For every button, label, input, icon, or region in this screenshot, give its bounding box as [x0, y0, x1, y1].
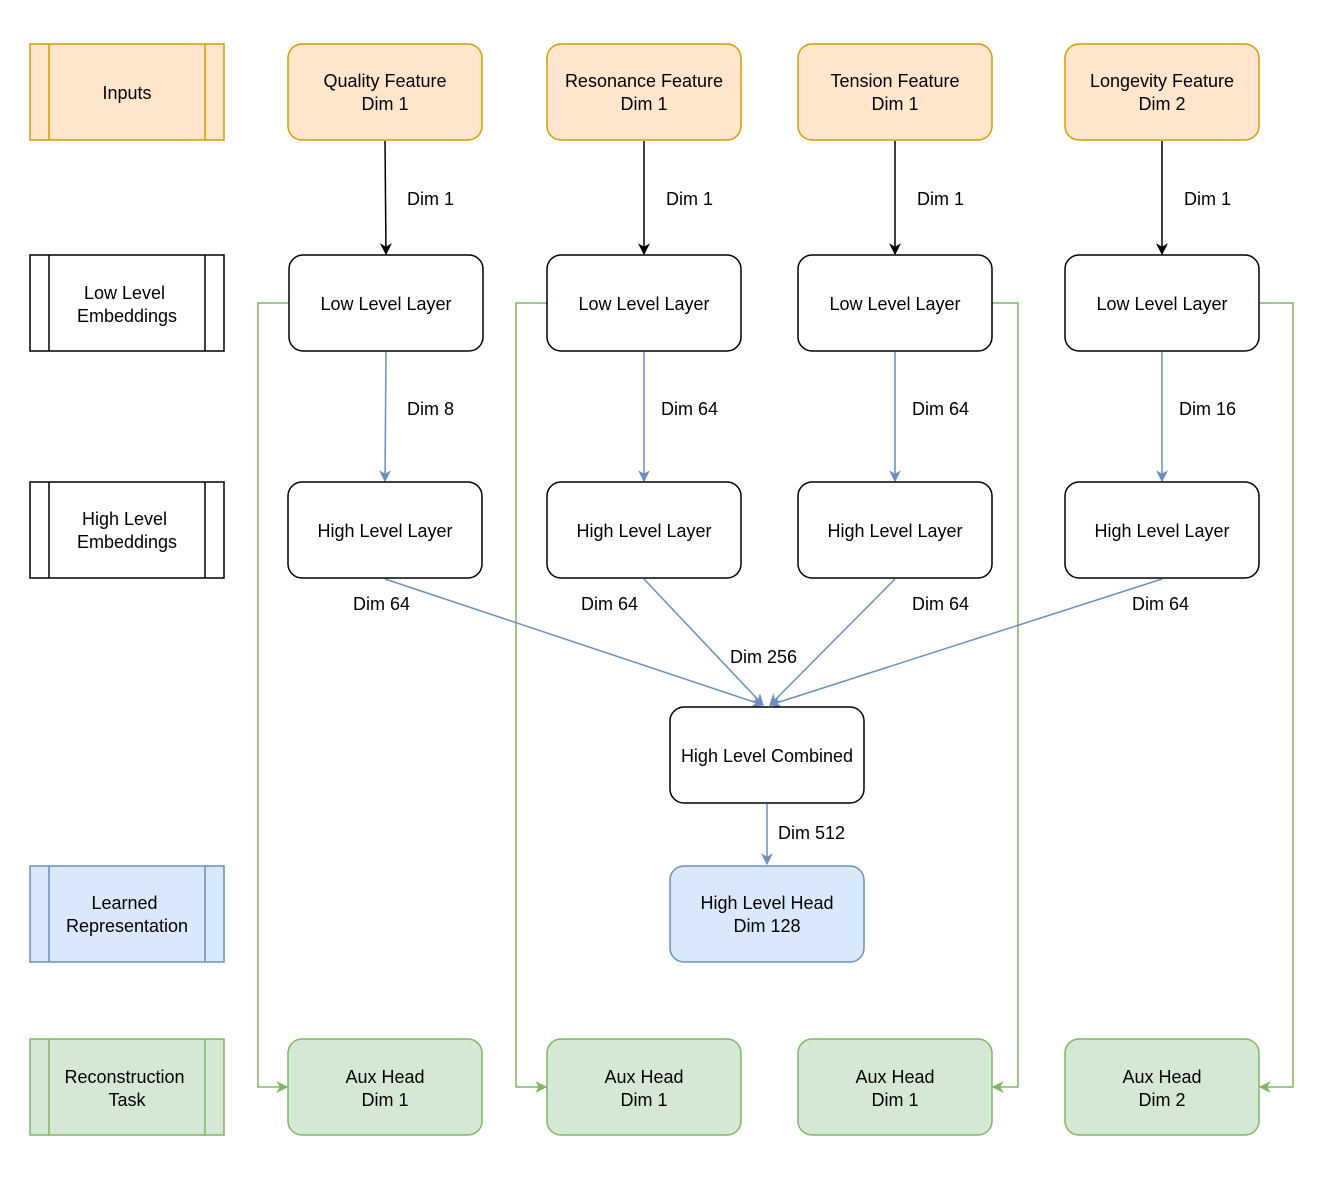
svg-text:Low Level Layer: Low Level Layer — [829, 294, 960, 314]
input-edges — [379, 140, 1168, 256]
row-label-learned-text: Learned Representation — [66, 893, 188, 936]
row-label-inputs-text: Inputs — [102, 83, 151, 103]
edge-label-input-1: Dim 1 — [407, 189, 454, 209]
edge-labels: Dim 1 Dim 1 Dim 1 Dim 1 Dim 8 Dim 64 Dim… — [353, 189, 1236, 843]
high-combined-edge-2 — [643, 578, 764, 706]
edge-label-low-high-1: Dim 8 — [407, 399, 454, 419]
edge-label-input-3: Dim 1 — [917, 189, 964, 209]
row-label-reconstruction: Reconstruction Task — [29, 1038, 225, 1136]
edge-label-low-high-2: Dim 64 — [661, 399, 718, 419]
svg-text:High Level Layer: High Level Layer — [576, 521, 711, 541]
recon-edge-4 — [1258, 302, 1294, 1093]
edge-label-combined-head: Dim 512 — [778, 823, 845, 843]
edge-label-input-2: Dim 1 — [666, 189, 713, 209]
edge-label-high-combined-4: Dim 64 — [1132, 594, 1189, 614]
edge-label-high-combined-3: Dim 64 — [912, 594, 969, 614]
row-label-low-level: Low Level Embeddings — [29, 254, 225, 352]
row-label-high-level: High Level Embeddings — [29, 481, 225, 579]
high-level-layer-3: High Level Layer — [797, 481, 993, 579]
high-level-combined: High Level Combined — [669, 706, 865, 804]
row-label-learned: Learned Representation — [29, 865, 225, 963]
low-high-edges — [379, 351, 1168, 483]
svg-text:High Level Layer: High Level Layer — [827, 521, 962, 541]
svg-text:High Level Combined: High Level Combined — [681, 746, 853, 766]
edge-label-high-combined-1: Dim 64 — [353, 594, 410, 614]
high-combined-edges — [384, 578, 1163, 866]
row-label-inputs: Inputs — [29, 43, 225, 141]
high-combined-edge-4 — [768, 578, 1163, 708]
high-level-layer-2: High Level Layer — [546, 481, 742, 579]
svg-text:Low Level Layer: Low Level Layer — [578, 294, 709, 314]
edge-label-high-combined-2: Dim 64 — [581, 594, 638, 614]
row-label-reconstruction-text: Reconstruction Task — [64, 1067, 189, 1110]
low-level-layer-2: Low Level Layer — [546, 254, 742, 352]
edge-label-combined-in: Dim 256 — [730, 647, 797, 667]
row-label-low-level-text: Low Level Embeddings — [77, 283, 177, 326]
svg-text:High Level Layer: High Level Layer — [1094, 521, 1229, 541]
low-level-layer-4: Low Level Layer — [1064, 254, 1260, 352]
edge-label-low-high-4: Dim 16 — [1179, 399, 1236, 419]
edge-label-low-high-3: Dim 64 — [912, 399, 969, 419]
recon-edge-1 — [257, 302, 289, 1093]
recon-edge-3 — [991, 302, 1019, 1093]
low-level-layer-3: Low Level Layer — [797, 254, 993, 352]
svg-text:Low Level Layer: Low Level Layer — [320, 294, 451, 314]
low-high-edge-1 — [379, 351, 392, 483]
svg-text:Low Level Layer: Low Level Layer — [1096, 294, 1227, 314]
low-level-layer-1: Low Level Layer — [288, 254, 484, 352]
high-level-layer-1: High Level Layer — [287, 481, 483, 579]
row-label-high-level-text: High Level Embeddings — [77, 509, 177, 552]
high-combined-edge-3 — [769, 578, 896, 706]
input-edge-1 — [379, 140, 392, 256]
high-combined-edge-1 — [384, 578, 765, 708]
edge-label-input-4: Dim 1 — [1184, 189, 1231, 209]
svg-text:High Level Layer: High Level Layer — [317, 521, 452, 541]
reconstruction-edges — [257, 302, 1294, 1093]
high-level-layer-4: High Level Layer — [1064, 481, 1260, 579]
recon-edge-2 — [515, 302, 548, 1093]
